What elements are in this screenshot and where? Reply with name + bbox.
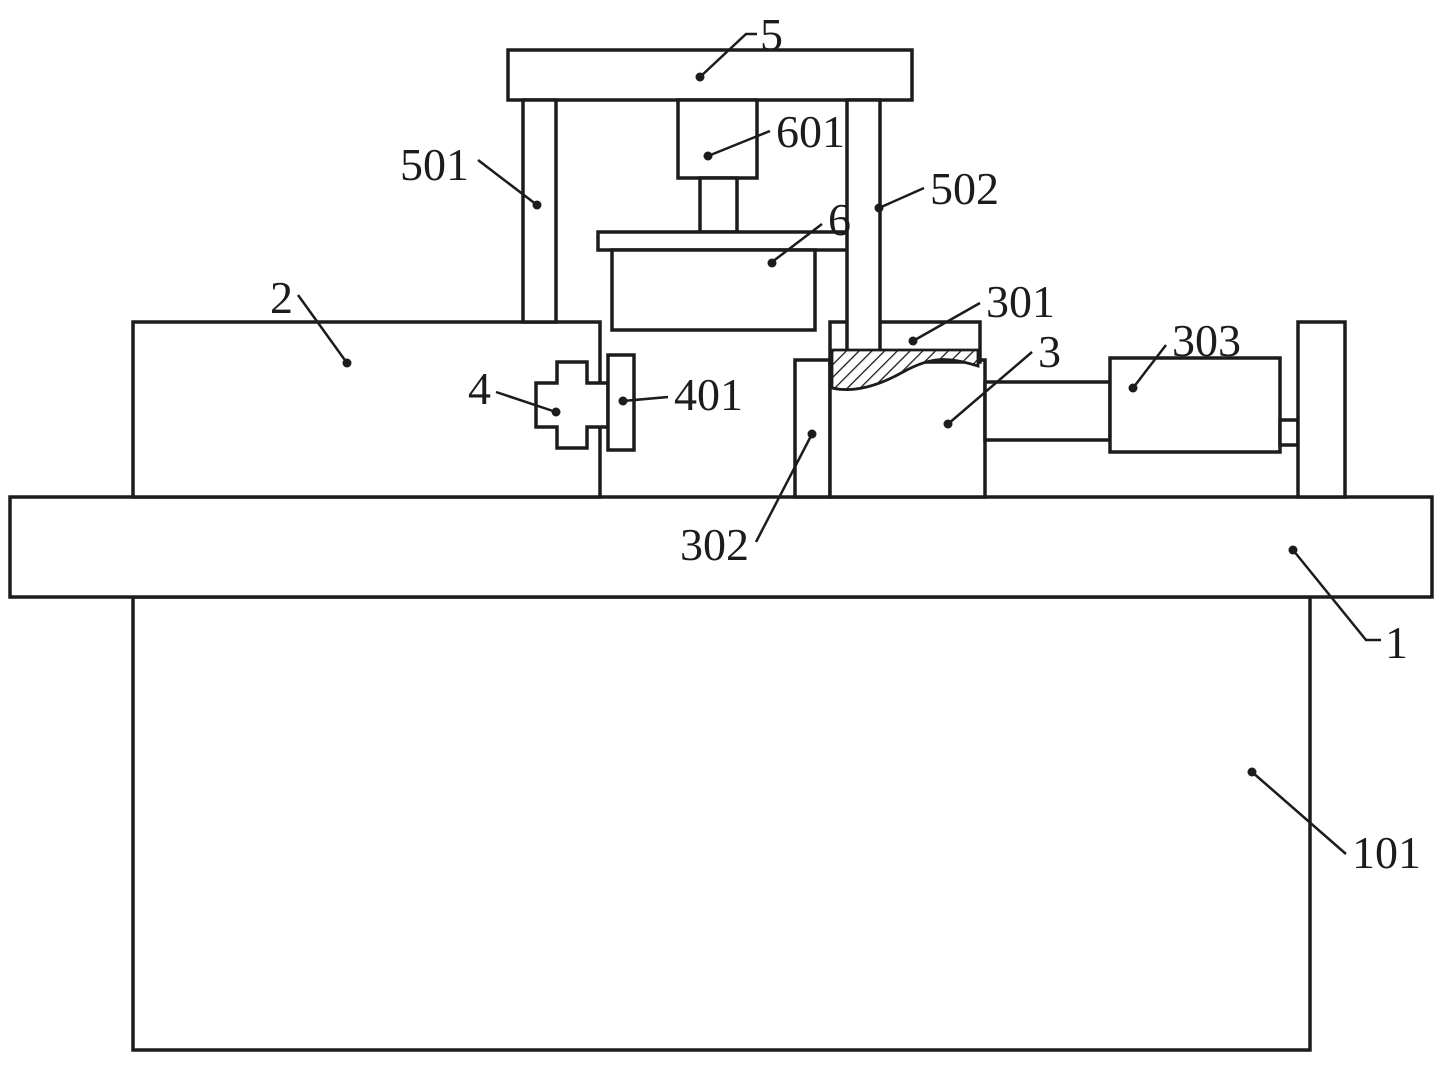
leader-line-101 [1251, 771, 1347, 855]
label-text-1: 1 [1385, 617, 1408, 668]
label-301: 301 [908, 276, 1055, 346]
label-text-2: 2 [270, 272, 293, 323]
label-text-4: 4 [468, 363, 491, 414]
label-303: 303 [1128, 315, 1241, 393]
top-beam-5-shape [506, 48, 914, 102]
leader-dot-601 [703, 151, 713, 161]
leader-dot-303 [1128, 383, 1138, 393]
leader-dot-301 [908, 336, 918, 346]
leader-dot-401 [618, 396, 628, 406]
label-text-302: 302 [680, 519, 749, 570]
worktable-1-shape [8, 495, 1434, 599]
leader-line-303 [1132, 344, 1167, 389]
leader-line-401 [622, 395, 669, 403]
press-plate-6-shape [596, 230, 858, 252]
label-text-101: 101 [1352, 827, 1421, 878]
leader-line-301 [912, 301, 981, 343]
leader-dot-1 [1288, 545, 1298, 555]
label-101: 101 [1247, 767, 1421, 878]
label-3: 3 [943, 326, 1061, 429]
leader-dot-2 [342, 358, 352, 368]
leader-dot-502 [874, 203, 884, 213]
support-302-shape [793, 358, 832, 499]
label-text-501: 501 [400, 139, 469, 190]
connector-rod-shape [1278, 418, 1300, 447]
drive-rod-shape [983, 380, 1112, 442]
leader-line-5 [699, 32, 757, 78]
leader-dot-5 [695, 72, 705, 82]
label-text-301: 301 [986, 276, 1055, 327]
leader-dot-3 [943, 419, 953, 429]
actuator-stem-shape [698, 176, 739, 234]
motor-303-shape [1108, 356, 1282, 454]
label-1: 1 [1288, 545, 1408, 668]
label-text-5: 5 [760, 9, 783, 60]
end-post-shape [1296, 320, 1347, 499]
label-5: 5 [695, 9, 783, 82]
label-401: 401 [618, 369, 743, 420]
leader-line-6 [771, 223, 823, 263]
label-text-303: 303 [1172, 315, 1241, 366]
label-2: 2 [270, 272, 352, 368]
leader-line-302 [754, 433, 814, 543]
left-housing-2-shape [131, 320, 602, 499]
label-text-3: 3 [1038, 326, 1061, 377]
right-column-502-shape [845, 98, 882, 360]
leader-dot-4 [551, 407, 561, 417]
press-body-6-shape [610, 248, 817, 332]
actuator-601-shape [676, 98, 759, 180]
clamp-4-shape [534, 360, 610, 450]
label-502: 502 [874, 163, 999, 214]
leader-dot-302 [807, 429, 817, 439]
leader-dot-101 [1247, 767, 1257, 777]
leader-line-1 [1292, 549, 1381, 642]
leader-line-2 [296, 294, 349, 364]
workpiece-hatch-shape [830, 348, 980, 392]
label-text-601: 601 [776, 106, 845, 157]
left-column-501-shape [521, 98, 558, 324]
leader-line-502 [878, 186, 925, 210]
label-601: 601 [703, 106, 845, 161]
label-302: 302 [680, 429, 817, 570]
leader-line-501 [477, 159, 538, 206]
label-text-502: 502 [930, 163, 999, 214]
label-6: 6 [767, 194, 851, 268]
label-4: 4 [468, 363, 561, 417]
label-501: 501 [400, 139, 542, 210]
leader-dot-501 [532, 200, 542, 210]
base-block-101-shape [131, 595, 1312, 1052]
label-text-6: 6 [828, 194, 851, 245]
leader-dot-6 [767, 258, 777, 268]
leader-line-3 [947, 351, 1033, 425]
leader-line-4 [495, 390, 557, 414]
leader-line-601 [707, 129, 771, 158]
label-text-401: 401 [674, 369, 743, 420]
